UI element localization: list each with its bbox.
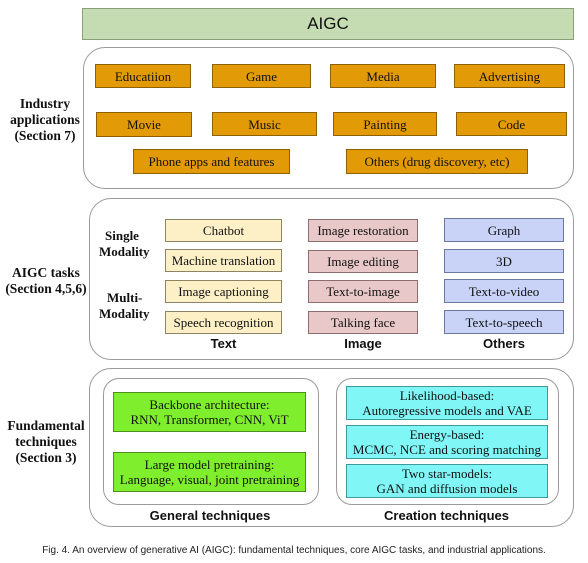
creation-techniques-label: Creation techniques <box>384 508 509 523</box>
other-task-text-to-video: Text-to-video <box>444 279 564 303</box>
diagram-title: AIGC <box>307 14 349 33</box>
industry-label-line3: (Section 7) <box>14 128 76 143</box>
multi-modality-label: Multi- Modality <box>99 290 159 322</box>
image-task-editing: Image editing <box>308 250 418 273</box>
title-bar: AIGC <box>82 8 574 40</box>
industry-item-phone-apps: Phone apps and features <box>133 149 290 174</box>
text-task-speech-recognition: Speech recognition <box>165 311 282 334</box>
multi-modality-line1: Multi- <box>107 290 143 305</box>
tasks-label-line1: AIGC tasks <box>12 265 80 280</box>
industry-item-movie: Movie <box>96 112 192 137</box>
column-label-image: Image <box>344 336 382 351</box>
other-task-graph: Graph <box>444 218 564 242</box>
single-modality-label: Single Modality <box>99 228 159 260</box>
industry-item-code: Code <box>456 112 567 136</box>
industry-label-line2: applications <box>10 112 80 127</box>
likelihood-based-list: Autoregressive models and VAE <box>362 403 532 418</box>
two-star-models-title: Two star-models: <box>401 466 493 481</box>
industry-label: Industry applications (Section 7) <box>4 96 86 144</box>
other-task-text-to-speech: Text-to-speech <box>444 310 564 334</box>
industry-item-music: Music <box>212 112 317 136</box>
backbone-architecture-title: Backbone architecture: <box>149 397 270 412</box>
image-task-restoration: Image restoration <box>308 219 418 242</box>
text-task-image-captioning: Image captioning <box>165 280 282 303</box>
tasks-label-line2: (Section 4,5,6) <box>5 281 87 296</box>
large-model-pretraining-list: Language, visual, joint pretraining <box>119 472 300 487</box>
two-star-models-box: Two star-models: GAN and diffusion model… <box>346 464 548 498</box>
fundamental-label-line1: Fundamental <box>7 418 85 433</box>
industry-item-game: Game <box>212 64 311 88</box>
backbone-architecture-list: RNN, Transformer, CNN, ViT <box>130 412 289 427</box>
image-task-text-to-image: Text-to-image <box>308 280 418 303</box>
backbone-architecture-box: Backbone architecture: RNN, Transformer,… <box>113 392 306 432</box>
figure-caption: Fig. 4. An overview of generative AI (AI… <box>42 545 546 556</box>
fundamental-label-line3: (Section 3) <box>15 450 77 465</box>
industry-item-advertising: Advertising <box>454 64 565 88</box>
likelihood-based-title: Likelihood-based: <box>399 388 495 403</box>
image-task-talking-face: Talking face <box>308 311 418 334</box>
industry-item-education: Educatiion <box>95 64 191 88</box>
tasks-label: AIGC tasks (Section 4,5,6) <box>2 265 90 297</box>
single-modality-line2: Modality <box>99 244 150 259</box>
column-label-text: Text <box>210 336 237 351</box>
general-techniques-label: General techniques <box>149 508 271 523</box>
text-task-machine-translation: Machine translation <box>165 249 282 272</box>
industry-label-line1: Industry <box>19 96 71 111</box>
two-star-models-list: GAN and diffusion models <box>376 481 518 496</box>
column-label-others: Others <box>483 336 525 351</box>
energy-based-title: Energy-based: <box>409 427 485 442</box>
industry-item-painting: Painting <box>333 112 437 136</box>
large-model-pretraining-title: Large model pretraining: <box>144 457 275 472</box>
industry-item-media: Media <box>330 64 436 88</box>
other-task-3d: 3D <box>444 249 564 273</box>
industry-item-others: Others (drug discovery, etc) <box>346 149 528 174</box>
energy-based-box: Energy-based: MCMC, NCE and scoring matc… <box>346 425 548 459</box>
text-task-chatbot: Chatbot <box>165 219 282 242</box>
large-model-pretraining-box: Large model pretraining: Language, visua… <box>113 452 306 492</box>
energy-based-list: MCMC, NCE and scoring matching <box>352 442 542 457</box>
fundamental-label-line2: techniques <box>15 434 77 449</box>
likelihood-based-box: Likelihood-based: Autoregressive models … <box>346 386 548 420</box>
multi-modality-line2: Modality <box>99 306 150 321</box>
fundamental-label: Fundamental techniques (Section 3) <box>2 418 90 466</box>
single-modality-line1: Single <box>105 228 139 243</box>
